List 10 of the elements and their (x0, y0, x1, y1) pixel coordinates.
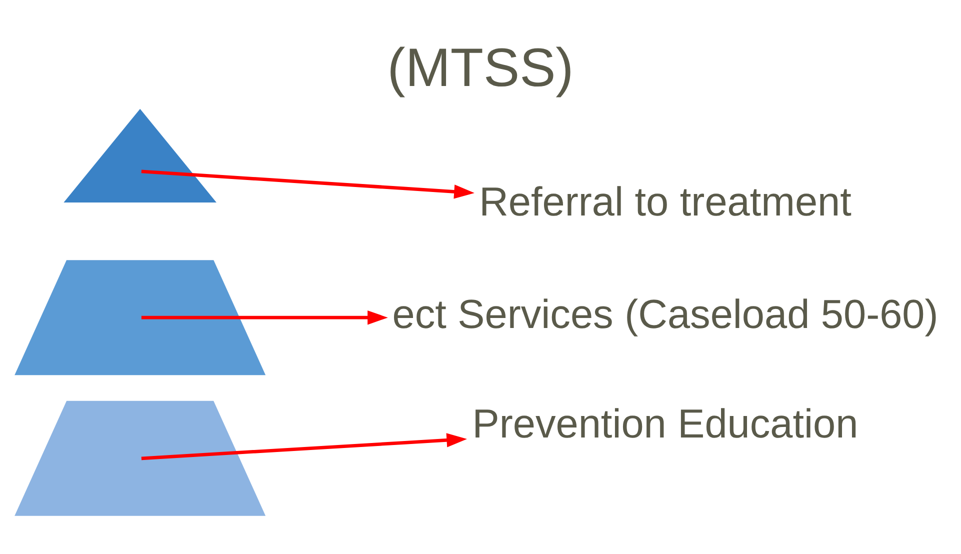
arrow (141, 310, 388, 325)
node-text: Referral to treatment (479, 178, 852, 224)
node-text: Prevention Education (472, 400, 858, 446)
node-text: ect Services (Caseload 50-60) (392, 290, 938, 337)
node-trapezium (12, 258, 268, 376)
node-triangle (60, 106, 220, 204)
arrow (141, 433, 467, 460)
arrow (141, 170, 474, 199)
node-trapezium (12, 400, 268, 518)
diagram-title: (MTSS) (387, 38, 574, 98)
